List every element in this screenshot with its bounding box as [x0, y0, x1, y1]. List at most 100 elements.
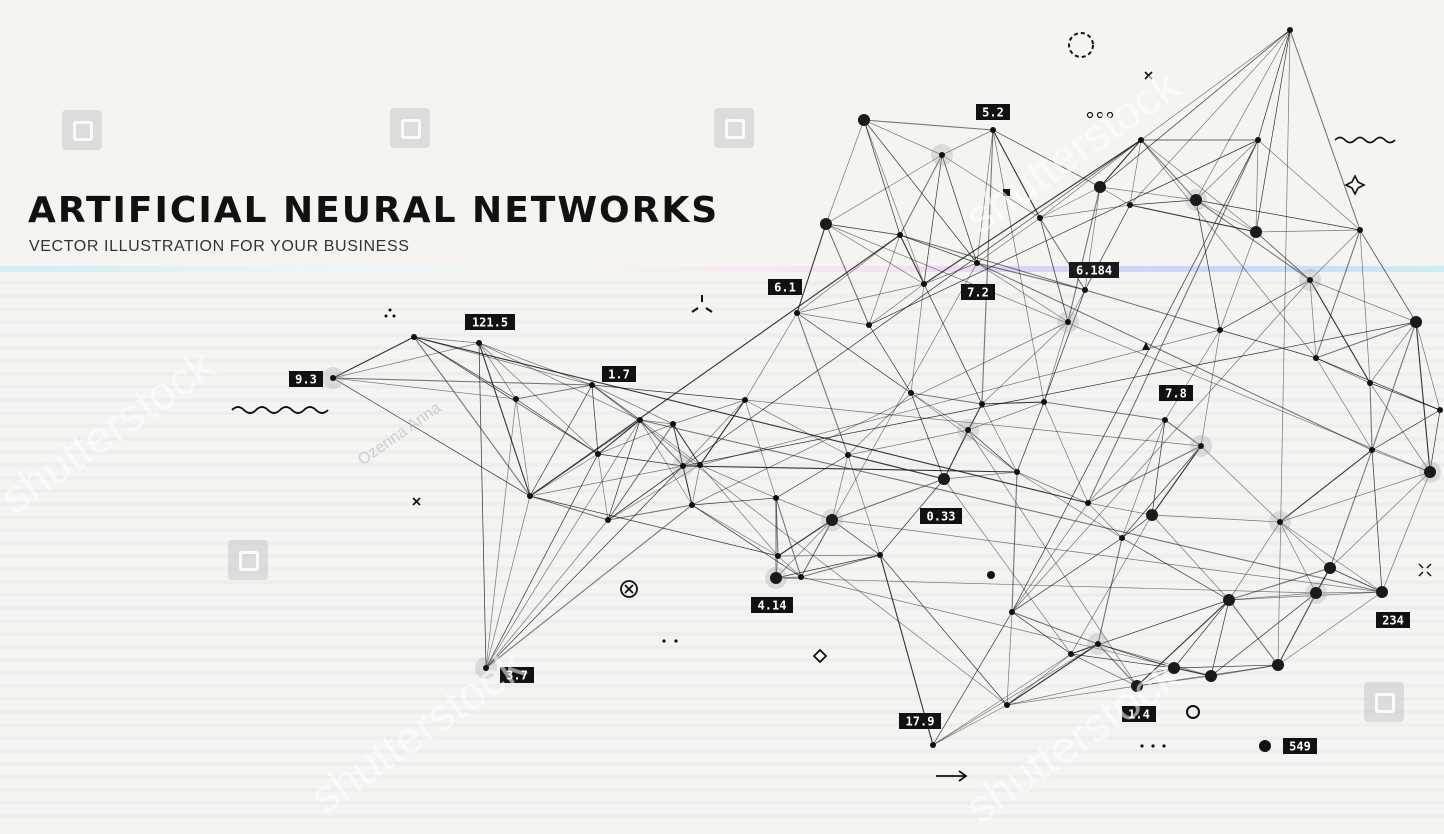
network-edge	[1315, 321, 1417, 359]
network-edge	[1121, 419, 1166, 539]
network-node	[1095, 641, 1101, 647]
cross-icon	[412, 497, 421, 506]
network-edge	[1011, 471, 1018, 613]
value-label: 6.1	[768, 279, 802, 295]
network-edge	[796, 312, 849, 456]
network-node	[1009, 609, 1015, 615]
network-node	[930, 742, 936, 748]
value-label-text: 1.7	[608, 368, 630, 382]
network-edge	[1371, 409, 1441, 451]
value-label-bg	[1376, 612, 1410, 628]
value-label-bg	[768, 279, 802, 295]
value-label-text: 17.9	[906, 715, 935, 729]
network-edge	[1255, 29, 1291, 233]
value-label-text: 121.5	[472, 316, 508, 330]
network-node	[689, 502, 695, 508]
network-edge	[1099, 186, 1197, 201]
network-edge	[1210, 664, 1279, 677]
network-edge	[1043, 289, 1086, 403]
network-edge	[515, 398, 531, 497]
tri-dots-icon	[384, 308, 396, 318]
network-node	[1094, 181, 1106, 193]
network-edge	[1140, 139, 1197, 201]
network-node	[527, 493, 533, 499]
network-edge	[976, 217, 1041, 264]
network-edge	[1067, 186, 1101, 323]
network-node	[1037, 215, 1043, 221]
network-node	[637, 417, 643, 423]
network-edge	[1329, 471, 1431, 569]
network-edge	[1140, 29, 1291, 141]
network-edge	[1067, 289, 1086, 323]
network-node	[1162, 417, 1168, 423]
network-edge	[868, 324, 912, 394]
network-edge	[1006, 611, 1013, 706]
network-node	[1369, 447, 1375, 453]
network-node	[589, 382, 595, 388]
network-edge	[923, 262, 978, 285]
network-node	[897, 232, 903, 238]
network-edge	[1011, 611, 1072, 655]
network-node	[877, 552, 883, 558]
network-node	[939, 152, 945, 158]
network-node	[866, 322, 872, 328]
network-edge	[529, 384, 593, 497]
network-edge	[923, 139, 1142, 285]
network-edge	[1006, 653, 1072, 706]
value-label-text: 7.2	[967, 286, 989, 300]
value-label: 9.3	[289, 371, 323, 387]
network-edge	[825, 154, 943, 225]
network-edge	[1136, 667, 1175, 687]
network-edge	[1200, 329, 1221, 447]
network-node	[1287, 27, 1293, 33]
network-edge	[831, 454, 849, 521]
wave-icon	[1334, 136, 1396, 144]
value-label-bg	[751, 597, 793, 613]
network-edge	[1087, 419, 1166, 504]
value-label-text: 6.184	[1076, 264, 1112, 278]
network-node	[742, 397, 748, 403]
network-edge	[863, 119, 994, 131]
network-edge	[591, 384, 599, 455]
network-edge	[485, 504, 693, 669]
network-edge	[691, 464, 701, 506]
network-edge	[910, 392, 945, 480]
network-node	[845, 452, 851, 458]
network-edge	[825, 119, 865, 225]
network-edge	[332, 336, 415, 379]
network-edge	[1279, 449, 1373, 523]
network-edge	[744, 312, 798, 401]
network-edge	[1140, 139, 1257, 233]
network-edge	[1255, 231, 1311, 281]
network-edge	[1309, 279, 1371, 384]
network-edge	[967, 403, 983, 431]
network-edge	[1136, 599, 1230, 687]
network-edge	[1099, 139, 1142, 188]
value-label-text: 9.3	[295, 373, 317, 387]
network-edge	[847, 429, 969, 456]
network-edge	[1228, 591, 1383, 601]
network-edge	[847, 454, 945, 480]
network-edge	[831, 519, 881, 556]
network-edge	[413, 336, 531, 497]
network-edge	[1210, 599, 1230, 677]
network-node	[670, 421, 676, 427]
network-edge	[1315, 357, 1371, 384]
page-title: ARTIFICIAL NEURAL NETWORKS	[28, 190, 720, 231]
network-edge	[699, 399, 746, 466]
network-edge	[775, 519, 833, 579]
network-edge	[485, 419, 641, 669]
network-edge	[932, 704, 1008, 746]
network-edge	[478, 342, 599, 455]
network-edge	[1329, 449, 1373, 569]
dot-icon	[1259, 740, 1271, 752]
network-edge	[825, 223, 1431, 473]
network-edge	[775, 554, 881, 579]
network-edge	[1129, 139, 1142, 206]
network-edge	[775, 497, 802, 578]
network-edge	[1011, 611, 1099, 645]
value-label: 6.184	[1069, 262, 1119, 278]
network-edge	[796, 223, 827, 314]
value-label: 1.4	[1122, 706, 1156, 722]
network-edge	[1277, 29, 1291, 666]
